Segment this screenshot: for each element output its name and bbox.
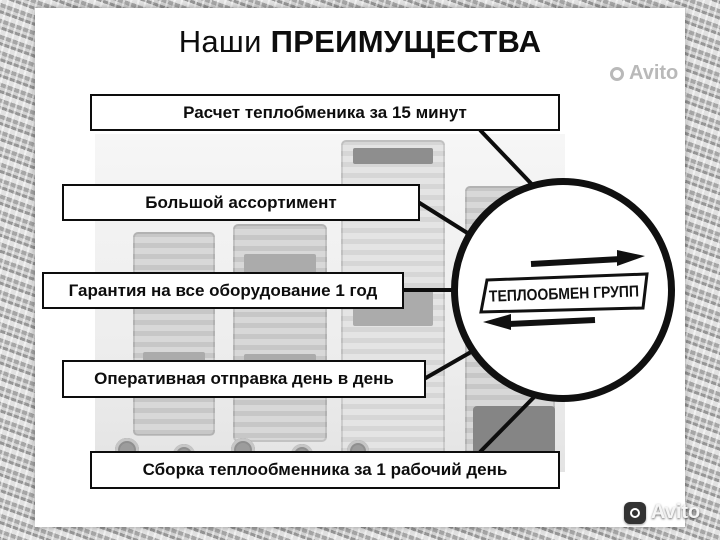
arrow-head-left-icon <box>483 314 511 330</box>
logo-text: ТЕПЛООБМЕН ГРУПП <box>489 283 640 305</box>
avito-logo-icon <box>624 501 646 524</box>
benefit-label: Гарантия на все оборудование 1 год <box>68 280 378 300</box>
page-title: Наши ПРЕИМУЩЕСТВА <box>35 24 685 60</box>
logo-frame <box>479 272 649 314</box>
title-regular: Наши <box>178 24 262 59</box>
connector-line-2 <box>416 200 471 236</box>
benefit-label: Большой ассортимент <box>145 192 337 212</box>
benefit-label: Расчет теплобменика за 15 минут <box>183 102 467 122</box>
label-plate <box>353 148 433 164</box>
benefit-label: Оперативная отправка день в день <box>94 369 394 388</box>
benefit-label: Сборка теплообменника за 1 рабочий день <box>142 460 508 479</box>
benefit-box-assembly: Сборка теплообменника за 1 рабочий день <box>90 451 560 489</box>
benefit-box-shipping: Оперативная отправка день в день <box>62 360 426 398</box>
avito-watermark-bottom: Avito <box>624 501 700 524</box>
connector-line-4 <box>423 350 472 381</box>
avito-ring-icon <box>630 507 640 518</box>
benefit-box-warranty: Гарантия на все оборудование 1 год <box>42 272 404 309</box>
title-bold: ПРЕИМУЩЕСТВА <box>270 24 542 59</box>
avito-logo-icon <box>610 66 624 81</box>
content-panel: Наши ПРЕИМУЩЕСТВА <box>35 8 685 527</box>
label-plate <box>244 254 316 276</box>
teploobmen-group-logo: ТЕПЛООБМЕН ГРУПП <box>479 250 649 330</box>
benefit-box-assortment: Большой ассортимент <box>62 184 420 221</box>
avito-watermark-top: Avito <box>610 62 678 85</box>
arrow-shaft-top <box>530 256 622 267</box>
arrow-head-right-icon <box>617 250 645 266</box>
connector-line-5 <box>478 386 545 454</box>
benefit-box-calculation: Расчет теплобменика за 15 минут <box>90 94 560 131</box>
arrow-shaft-bottom <box>508 317 596 327</box>
avito-watermark-label: Avito <box>651 501 701 523</box>
avito-watermark-label: Avito <box>629 62 679 84</box>
logo-circle: ТЕПЛООБМЕН ГРУПП <box>451 178 675 402</box>
